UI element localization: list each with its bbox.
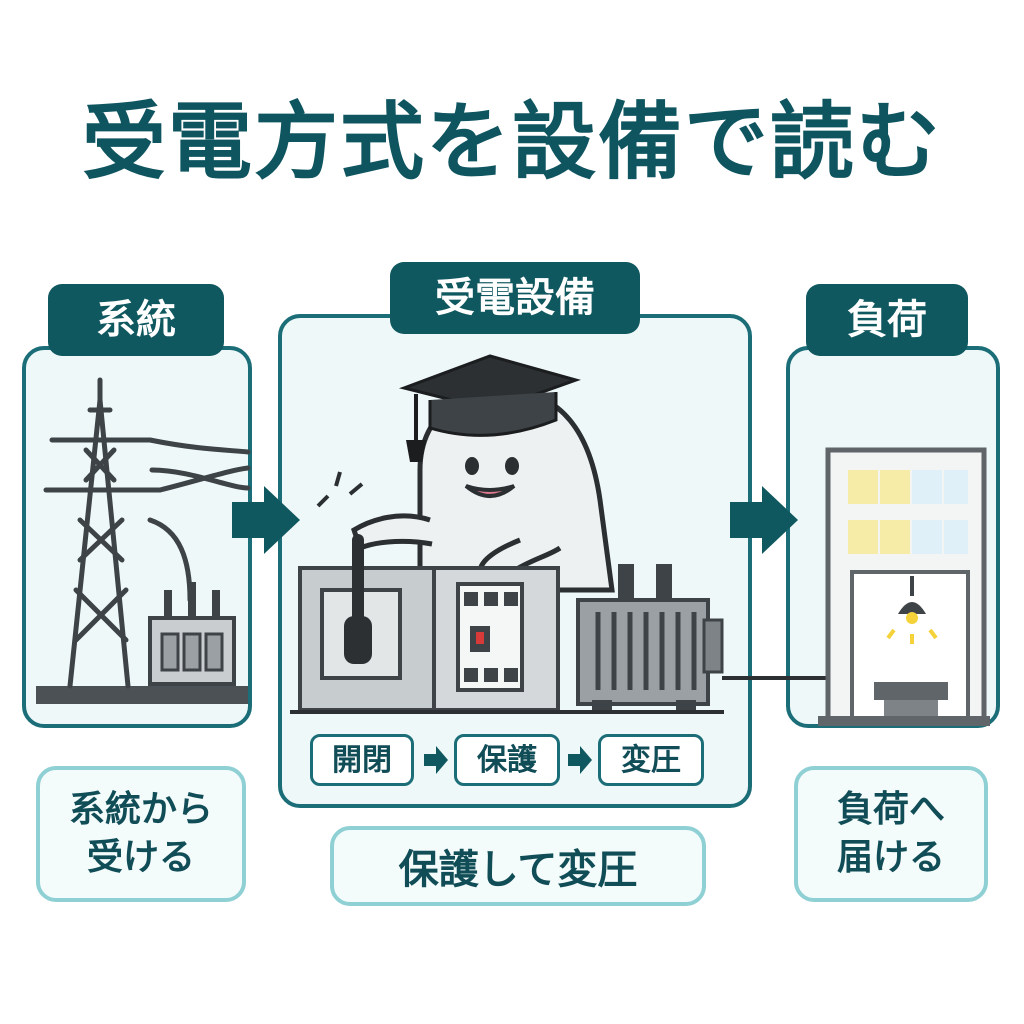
arrow-right-icon — [424, 746, 448, 774]
page-title: 受電方式を設備で読む — [81, 93, 942, 191]
arrow-right-icon — [232, 486, 300, 554]
lever-switch-icon — [344, 534, 372, 664]
grid-caption: 系統から 受ける — [36, 766, 246, 902]
step-transformation: 変圧 — [598, 734, 704, 786]
building-icon — [818, 447, 990, 726]
arrow-right-icon — [730, 486, 798, 554]
circuit-breaker-icon — [456, 582, 524, 692]
receiving-tab: 受電設備 — [390, 262, 640, 334]
ground-icon — [36, 686, 248, 704]
transformer-icon — [576, 564, 724, 714]
step-switching: 開閉 — [310, 734, 414, 786]
load-caption-line1: 負荷へ — [836, 789, 945, 830]
pole-transformer-icon — [148, 582, 236, 686]
load-caption: 負荷へ 届ける — [794, 766, 988, 902]
graduation-cap-icon — [398, 354, 581, 462]
load-tab: 負荷 — [806, 284, 968, 356]
step-protection: 保護 — [454, 734, 560, 786]
ceiling-lamp-icon — [886, 576, 938, 644]
grid-tab: 系統 — [48, 284, 224, 356]
load-caption-line2: 届ける — [836, 837, 945, 878]
arrow-right-icon — [568, 746, 592, 774]
receiving-caption: 保護して変圧 — [330, 826, 706, 906]
grid-caption-line2: 受ける — [86, 837, 195, 878]
grid-caption-line1: 系統から — [68, 789, 213, 830]
